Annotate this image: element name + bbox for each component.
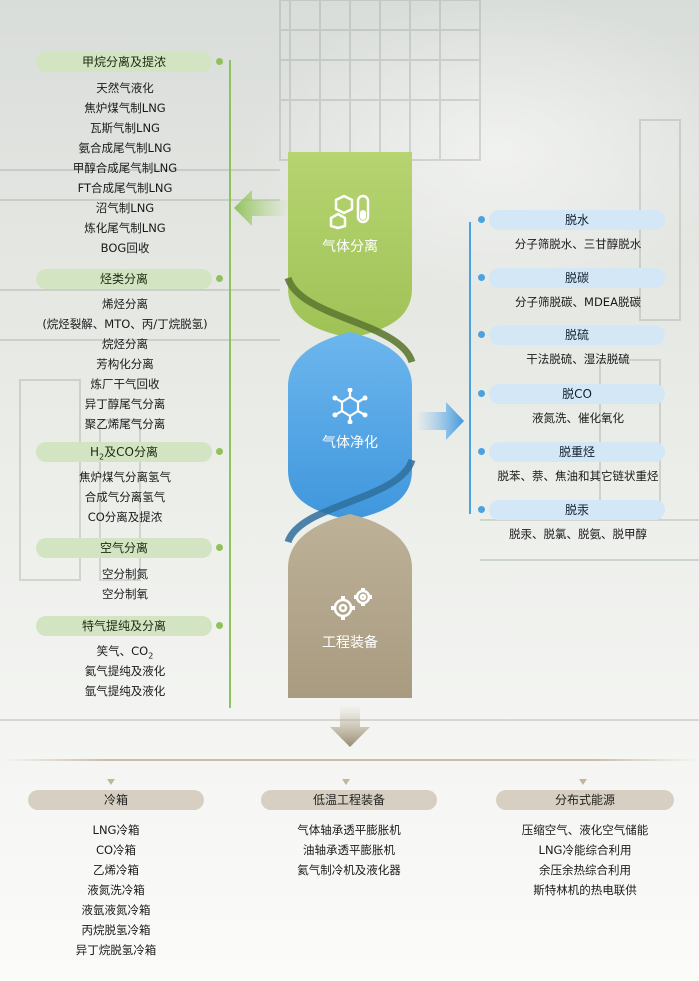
- center-label-equipment: 工程装备: [322, 635, 378, 651]
- left-item: 焦炉煤气制LNG: [84, 101, 166, 115]
- right-item: 分子筛脱碳、MDEA脱碳: [515, 295, 641, 309]
- right-item: 脱汞、脱氯、脱氨、脱甲醇: [509, 527, 647, 541]
- bottom-group-title-cryogenic: 低温工程装备: [261, 790, 437, 810]
- bottom-item: 余压余热综合利用: [539, 863, 631, 877]
- right-bullet: [478, 274, 485, 281]
- left-item: 氨合成尾气制LNG: [78, 141, 172, 155]
- right-bullet: [478, 331, 485, 338]
- bottom-tick-icon-2: [342, 770, 350, 785]
- right-arrow-icon: [416, 402, 464, 440]
- left-bullet: [216, 544, 223, 551]
- left-item: 焦炉煤气分离氢气: [79, 470, 171, 484]
- left-item: 异丁醇尾气分离: [84, 397, 166, 411]
- left-item: 炼厂干气回收: [90, 377, 160, 391]
- left-item: 氩气提纯及液化: [84, 684, 166, 698]
- molecule-flask-icon: [329, 194, 370, 230]
- left-item: 合成气分离氢气: [84, 490, 166, 504]
- right-bullet: [478, 448, 485, 455]
- right-bullet: [478, 216, 485, 223]
- left-item: (烷烃裂解、MTO、丙/丁烷脱氢): [42, 317, 208, 331]
- left-item: 空分制氧: [102, 587, 148, 601]
- center-label-purification: 气体净化: [322, 435, 378, 451]
- left-item: 甲醇合成尾气制LNG: [72, 161, 178, 175]
- bottom-item: CO冷箱: [95, 843, 137, 857]
- bottom-tick-icon-3: [579, 770, 587, 785]
- bottom-group-title-distributed-energy: 分布式能源: [496, 790, 674, 810]
- left-item: 炼化尾气制LNG: [84, 221, 166, 235]
- gears-icon: [331, 588, 372, 620]
- left-groups: 甲烷分离及提浓 天然气液化 焦炉煤气制LNG 瓦斯气制LNG 氨合成尾气制LNG…: [0, 0, 240, 720]
- left-arrow-icon: [234, 190, 290, 226]
- bottom-item: 斯特林机的热电联供: [533, 883, 637, 897]
- left-bullet: [216, 275, 223, 282]
- bottom-groups: 冷箱 LNG冷箱 CO冷箱 乙烯冷箱 液氮洗冷箱 液氩液氮冷箱 丙烷脱氢冷箱 异…: [0, 780, 699, 970]
- bottom-item: 氦气制冷机及液化器: [297, 863, 401, 877]
- right-item: 液氮洗、催化氧化: [532, 411, 624, 425]
- right-item: 脱苯、萘、焦油和其它链状重烃: [497, 469, 659, 483]
- left-item: FT合成尾气制LNG: [77, 181, 173, 195]
- right-groups: 脱水 分子筛脱水、三甘醇脱水 脱碳 分子筛脱碳、MDEA脱碳 脱硫 干法脱硫、湿…: [478, 210, 665, 541]
- bottom-item: 丙烷脱氢冷箱: [81, 923, 151, 937]
- left-bullet: [216, 622, 223, 629]
- left-item: 氦气提纯及液化: [84, 664, 166, 678]
- right-group-title-deco: 脱CO: [489, 384, 665, 404]
- left-item: 天然气液化: [96, 81, 154, 95]
- bottom-item: 乙烯冷箱: [93, 863, 139, 877]
- bottom-group-title-coldbox: 冷箱: [28, 790, 204, 810]
- bottom-item: LNG冷箱: [92, 823, 140, 837]
- left-item: 烷烃分离: [102, 337, 148, 351]
- right-group-title-desulfur: 脱硫: [489, 325, 665, 345]
- bottom-divider-line: [0, 759, 699, 761]
- right-item: 干法脱硫、湿法脱硫: [526, 352, 630, 366]
- center-label-separation: 气体分离: [322, 239, 378, 255]
- left-item: 聚乙烯尾气分离: [84, 417, 166, 431]
- right-group-title-decarbon: 脱碳: [489, 268, 665, 288]
- left-group-title-h2-co: H2及CO分离: [36, 442, 212, 462]
- bottom-item: 液氩液氮冷箱: [81, 903, 151, 917]
- left-item: 笑气、CO2: [96, 644, 154, 661]
- left-item: 烯烃分离: [102, 297, 148, 311]
- right-group-title-heavy-hydrocarbon: 脱重烃: [489, 442, 665, 462]
- bottom-tick-icon-1: [107, 770, 115, 785]
- bottom-item: 压缩空气、液化空气储能: [521, 823, 649, 837]
- left-item: BOG回收: [100, 241, 150, 255]
- right-item: 分子筛脱水、三甘醇脱水: [514, 237, 642, 251]
- left-item: CO分离及提浓: [87, 510, 163, 524]
- bottom-item: LNG冷能综合利用: [538, 843, 632, 857]
- bottom-item: 气体轴承透平膨胀机: [297, 823, 401, 837]
- left-item: 瓦斯气制LNG: [90, 121, 160, 135]
- left-connector-line: [229, 60, 231, 708]
- left-bullet: [216, 448, 223, 455]
- left-group-title-special-gas: 特气提纯及分离: [36, 616, 212, 636]
- left-group-title-air: 空气分离: [36, 538, 212, 558]
- left-group-title-hydrocarbon: 烃类分离: [36, 269, 212, 289]
- left-item: 芳构化分离: [96, 357, 154, 371]
- bottom-item: 油轴承透平膨胀机: [303, 843, 395, 857]
- bottom-item: 异丁烷脱氢冷箱: [75, 943, 157, 957]
- molecule-network-icon: [332, 388, 368, 424]
- bottom-item: 液氮洗冷箱: [87, 883, 145, 897]
- left-bullet: [216, 58, 223, 65]
- right-bullet: [478, 506, 485, 513]
- right-bullet: [478, 390, 485, 397]
- left-group-title-methane: 甲烷分离及提浓: [36, 52, 212, 72]
- down-arrow-icon: [330, 705, 370, 747]
- right-connector-line: [469, 222, 471, 514]
- left-item: 沼气制LNG: [95, 201, 155, 215]
- left-item: 空分制氮: [102, 567, 148, 581]
- right-group-title-dehydration: 脱水: [489, 210, 665, 230]
- right-group-title-demercury: 脱汞: [489, 500, 665, 520]
